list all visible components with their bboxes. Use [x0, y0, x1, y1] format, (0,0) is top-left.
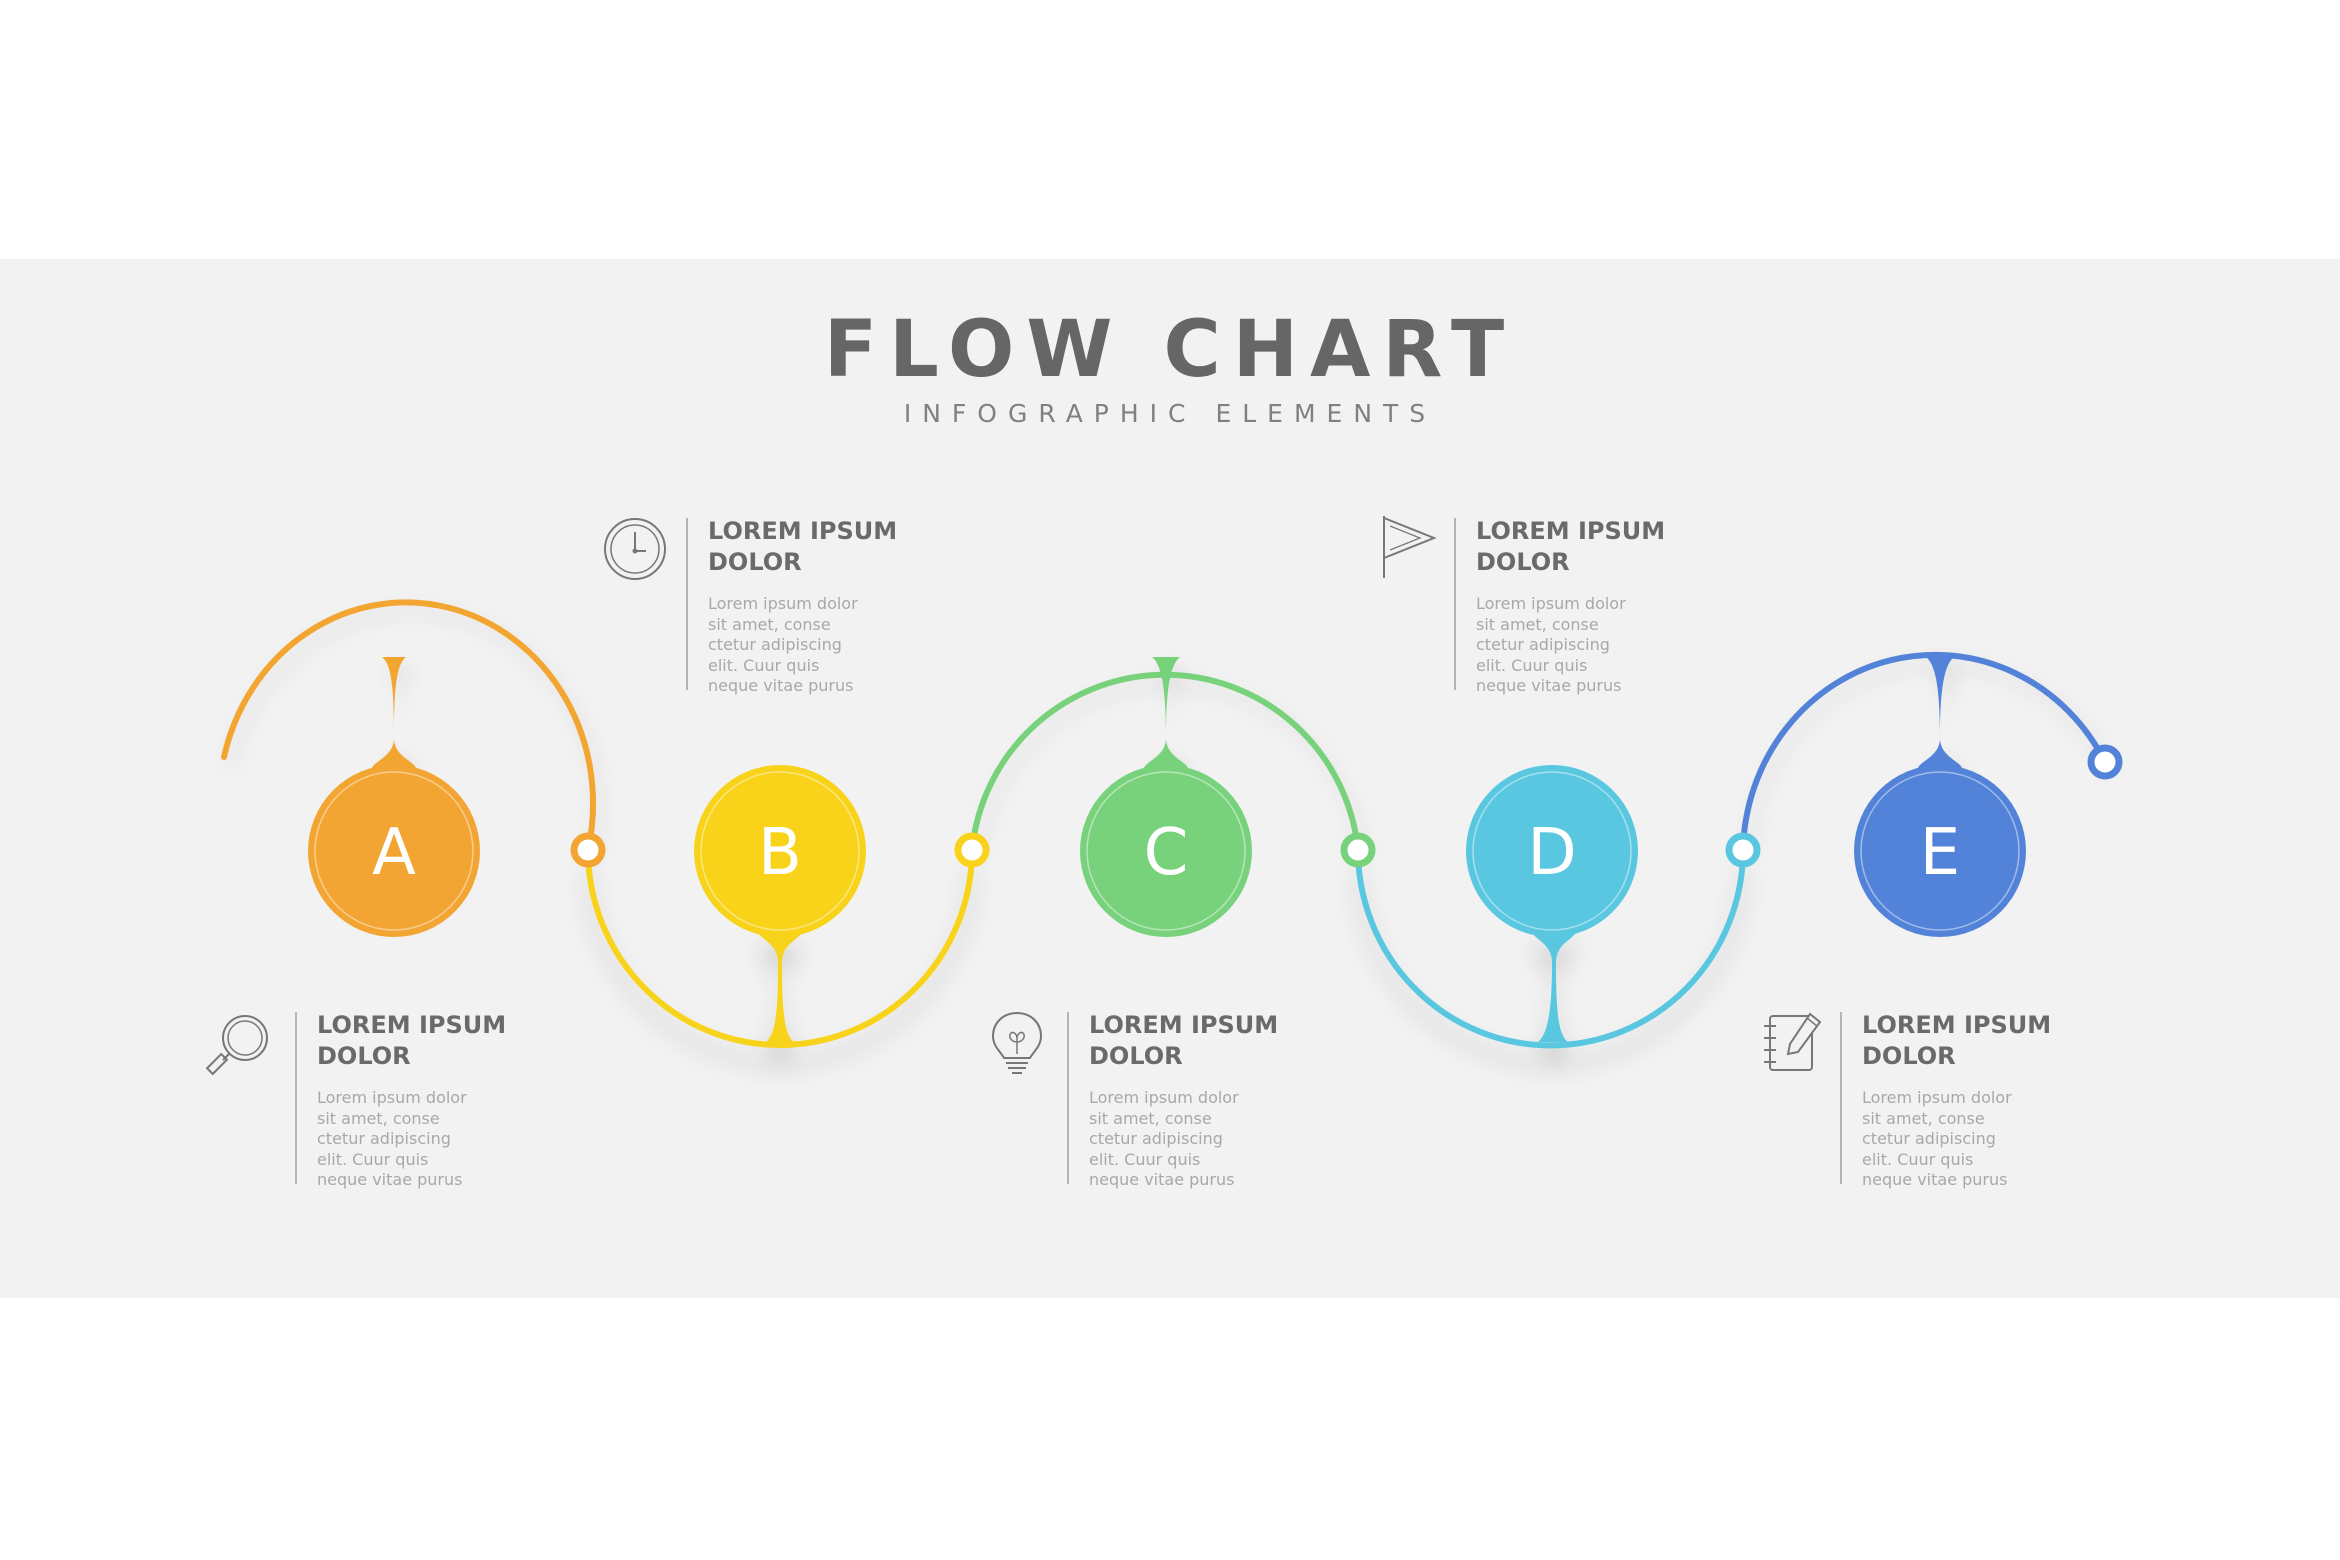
info-body-b: Lorem ipsum dolor sit amet, conse ctetur… — [708, 594, 898, 697]
flag-icon — [1383, 516, 1437, 578]
arc-a — [221, 599, 597, 853]
step-a: A — [308, 765, 480, 937]
junction-dot-bc — [954, 832, 990, 868]
info-body-b-line: neque vitae purus — [708, 676, 854, 695]
info-body-e-line: neque vitae purus — [1862, 1170, 2008, 1189]
info-body-b-line: elit. Cuur quis — [708, 655, 820, 675]
info-block-b: LOREM IPSUM DOLOR Lorem ipsum dolor sit … — [686, 516, 948, 695]
info-body-d-line: elit. Cuur quis — [1476, 655, 1588, 675]
step-b-inner-ring — [700, 771, 860, 931]
step-b-letter: B — [758, 816, 802, 890]
junction-dot-de — [1725, 832, 1761, 868]
junction-dot-ab — [570, 832, 606, 868]
junction-dot-cd — [1340, 832, 1376, 868]
magnifier-icon — [205, 1015, 268, 1076]
step-c-circle — [1080, 765, 1252, 937]
step-a-inner-ring — [314, 771, 474, 931]
info-title-d: LOREM IPSUM DOLOR — [1476, 516, 1716, 578]
info-title-b-line2: DOLOR — [708, 548, 802, 576]
info-body-c-line: elit. Cuur quis — [1089, 1149, 1201, 1169]
info-title-e-line1: LOREM IPSUM — [1862, 1011, 2052, 1039]
info-body-d-line: neque vitae purus — [1476, 676, 1622, 695]
info-block-c: LOREM IPSUM DOLOR Lorem ipsum dolor sit … — [1067, 1010, 1329, 1189]
stem-e — [1917, 657, 1963, 770]
info-body-e-line: elit. Cuur quis — [1862, 1149, 1974, 1169]
step-d: D — [1466, 765, 1638, 937]
step-c-letter: C — [1144, 816, 1189, 890]
info-body-b-line: ctetur adipiscing — [708, 635, 842, 654]
info-body-a-line: ctetur adipiscing — [317, 1129, 451, 1148]
step-e: E — [1854, 765, 2026, 937]
page-title: FLOW CHART — [823, 305, 1517, 395]
info-body-a-line: sit amet, conse — [317, 1108, 440, 1128]
step-a-circle — [308, 765, 480, 937]
info-block-e: LOREM IPSUM DOLOR Lorem ipsum dolor sit … — [1840, 1010, 2102, 1189]
step-e-circle — [1854, 765, 2026, 937]
info-body-d-line: ctetur adipiscing — [1476, 635, 1610, 654]
arc-d — [1355, 849, 1746, 1049]
info-body-a: Lorem ipsum dolor sit amet, conse ctetur… — [317, 1088, 507, 1191]
info-title-b: LOREM IPSUM DOLOR — [708, 516, 948, 578]
info-body-c-line: sit amet, conse — [1089, 1108, 1212, 1128]
info-title-a: LOREM IPSUM DOLOR — [317, 1010, 557, 1072]
info-body-c-line: ctetur adipiscing — [1089, 1129, 1223, 1148]
info-body-e-line: Lorem ipsum dolor — [1862, 1088, 2012, 1107]
step-b-circle — [694, 765, 866, 937]
step-d-circle — [1466, 765, 1638, 937]
info-title-d-line1: LOREM IPSUM — [1476, 517, 1666, 545]
stem-a — [371, 657, 417, 770]
step-d-letter: D — [1527, 816, 1576, 890]
notebook-pen-icon — [1764, 1012, 1822, 1071]
arc-b — [585, 849, 975, 1048]
arc-a-path — [221, 599, 597, 853]
step-c: C — [1080, 765, 1252, 937]
step-c-inner-ring — [1086, 771, 1246, 931]
info-body-a-line: Lorem ipsum dolor — [317, 1088, 467, 1107]
stem-b — [757, 930, 803, 1042]
info-body-e: Lorem ipsum dolor sit amet, conse ctetur… — [1862, 1088, 2052, 1191]
info-body-d: Lorem ipsum dolor sit amet, conse ctetur… — [1476, 594, 1666, 697]
info-body-c-line: Lorem ipsum dolor — [1089, 1088, 1239, 1107]
info-title-b-line1: LOREM IPSUM — [708, 517, 898, 545]
arc-b-path — [585, 849, 975, 1048]
info-body-c: Lorem ipsum dolor sit amet, conse ctetur… — [1089, 1088, 1279, 1191]
clock-icon — [604, 518, 666, 580]
info-title-d-line2: DOLOR — [1476, 548, 1570, 576]
info-body-d-line: Lorem ipsum dolor — [1476, 594, 1626, 613]
arc-e — [1740, 651, 2108, 851]
step-a-letter: A — [372, 816, 416, 890]
arc-c — [969, 657, 1361, 851]
step-b: B — [694, 765, 866, 937]
info-block-a: LOREM IPSUM DOLOR Lorem ipsum dolor sit … — [295, 1010, 557, 1189]
info-body-a-line: elit. Cuur quis — [317, 1149, 429, 1169]
stem-d — [1531, 930, 1577, 1042]
info-title-c-line2: DOLOR — [1089, 1042, 1183, 1070]
stem-c — [1143, 657, 1189, 770]
info-body-e-line: ctetur adipiscing — [1862, 1129, 1996, 1148]
info-title-e: LOREM IPSUM DOLOR — [1862, 1010, 2102, 1072]
info-title-a-line2: DOLOR — [317, 1042, 411, 1070]
end-dot-e — [2087, 744, 2123, 780]
lightbulb-icon — [991, 1011, 1043, 1074]
info-title-c: LOREM IPSUM DOLOR — [1089, 1010, 1329, 1072]
info-body-d-line: sit amet, conse — [1476, 614, 1599, 634]
arc-e-path — [1740, 651, 2108, 851]
info-block-d: LOREM IPSUM DOLOR Lorem ipsum dolor sit … — [1454, 516, 1716, 695]
info-body-c-line: neque vitae purus — [1089, 1170, 1235, 1189]
step-e-inner-ring — [1860, 771, 2020, 931]
info-body-e-line: sit amet, conse — [1862, 1108, 1985, 1128]
arc-d-path — [1355, 849, 1746, 1049]
info-title-a-line1: LOREM IPSUM — [317, 1011, 507, 1039]
page-subtitle: INFOGRAPHIC ELEMENTS — [903, 399, 1437, 428]
info-title-c-line1: LOREM IPSUM — [1089, 1011, 1279, 1039]
info-body-b-line: sit amet, conse — [708, 614, 831, 634]
step-d-inner-ring — [1472, 771, 1632, 931]
info-body-b-line: Lorem ipsum dolor — [708, 594, 858, 613]
info-title-e-line2: DOLOR — [1862, 1042, 1956, 1070]
step-e-letter: E — [1920, 816, 1960, 890]
info-body-a-line: neque vitae purus — [317, 1170, 463, 1189]
